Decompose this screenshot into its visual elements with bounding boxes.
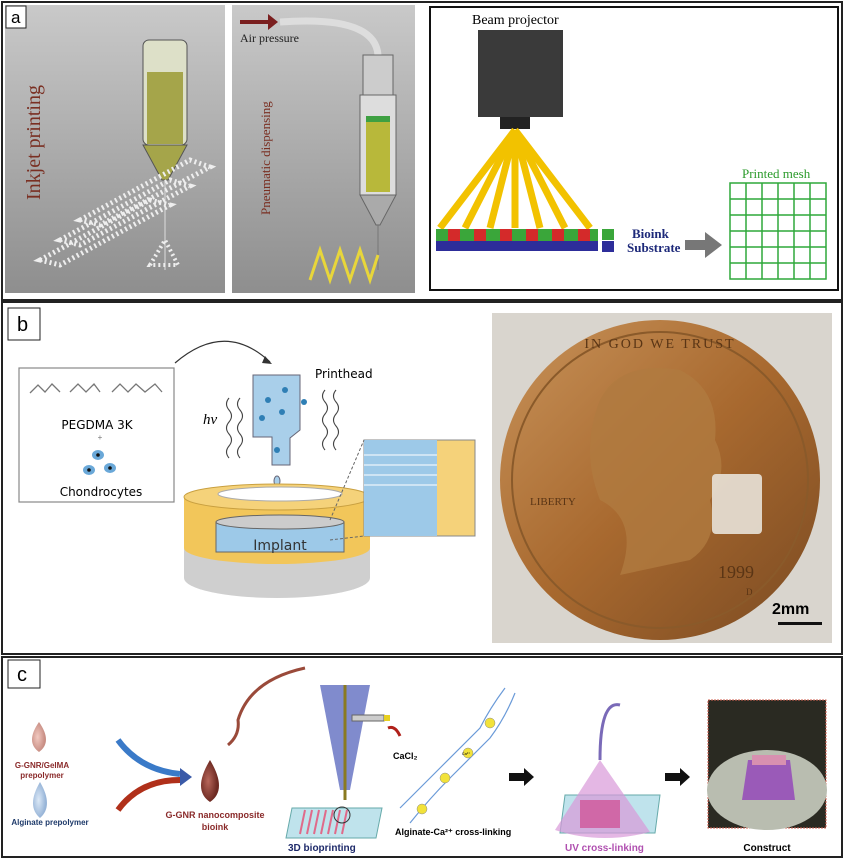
arrow-right-icon	[665, 768, 690, 786]
substrate-label: Substrate	[627, 240, 681, 255]
implant-well: Implant	[183, 483, 371, 598]
cacl2-label: CaCl₂	[393, 751, 418, 761]
panel-a-label: a	[11, 8, 21, 27]
beam-projector-label: Beam projector	[472, 13, 559, 28]
arrow-right-icon	[509, 768, 534, 786]
scale-bar	[778, 622, 822, 625]
construct-photo	[707, 699, 827, 830]
bioprinting-label: 3D bioprinting	[288, 843, 356, 854]
coin-motto: IN GOD WE TRUST	[584, 337, 735, 352]
gnr-gelma-label-2: prepolymer	[20, 771, 64, 780]
bioprinter-nozzle	[285, 685, 390, 839]
alginate-label: Alginate prepolymer	[11, 818, 88, 827]
coin-mint: D	[746, 587, 753, 597]
panel-c-label: c	[17, 664, 27, 686]
cacl2-arrow	[387, 725, 402, 737]
scale-bar-label: 2mm	[772, 601, 809, 618]
panel-label-box	[5, 5, 27, 29]
arrow-icon	[685, 232, 722, 258]
construct-label: Construct	[743, 843, 791, 854]
pegdma-label: PEGDMA 3K	[61, 418, 133, 432]
panel-c: c G-GNR/GelMA prepolymer Alginate prepol…	[1, 656, 843, 858]
bioink-legend-swatch	[602, 229, 614, 240]
air-pressure-label: Air pressure	[240, 31, 299, 45]
bioink-label-2: bioink	[202, 822, 229, 832]
pegdma-chondrocytes-box: PEGDMA 3K + Chondrocytes	[18, 367, 175, 503]
implant-label: Implant	[253, 538, 307, 554]
bioink-label: Bioink	[632, 226, 670, 241]
printed-construct	[712, 474, 762, 534]
coin-liberty: LIBERTY	[530, 496, 576, 508]
feed-tube	[227, 666, 306, 747]
implant-zoom-inset	[329, 439, 476, 541]
pegdma-structure	[29, 383, 163, 394]
chondrocytes-label: Chondrocytes	[60, 485, 143, 499]
printed-mesh-grid	[729, 182, 827, 280]
panel-label-box	[7, 307, 41, 341]
penny-photo: IN GOD WE TRUST LIBERTY 1999 D 2mm	[492, 313, 832, 643]
gelma-drop-icon	[32, 722, 46, 752]
projection-stereolithography-diagram: Beam projector Bioink Substrate Printe	[429, 6, 839, 291]
beam-projector	[478, 30, 563, 117]
panel-a: a Inkjet printing Air pressure Pneumatic…	[1, 1, 843, 301]
uv-crosslinking-label: UV cross-linking	[565, 843, 644, 854]
inkjet-printing-image: a Inkjet printing	[5, 5, 225, 293]
alginate-drop-icon	[33, 782, 47, 818]
panel-b-label: b	[17, 314, 28, 336]
printhead-label: Printhead	[315, 367, 373, 381]
printed-mesh-label: Printed mesh	[742, 166, 811, 181]
alginate-chain: Ca²⁺	[399, 687, 516, 824]
gnr-gelma-label: G-GNR/GelMA	[15, 761, 69, 770]
uv-crosslinking-illustration	[555, 703, 661, 839]
calcium-ion-label: Ca²⁺	[462, 751, 471, 756]
uv-light-waves	[225, 389, 340, 459]
merge-arrow-blue	[115, 738, 181, 777]
bioink-substrate-layers	[436, 229, 598, 251]
coin-year: 1999	[718, 562, 754, 582]
inkjet-printing-title: Inkjet printing	[23, 85, 45, 200]
merge-arrow-red	[115, 777, 181, 812]
printhead: Printhead	[252, 367, 373, 487]
panel-b: b PEGDMA 3K + Chondrocytes hν Printhead	[1, 301, 843, 655]
panel-label-box	[7, 659, 41, 689]
pneumatic-dispensing-image: Air pressure Pneumatic dispensing	[232, 5, 415, 293]
alginate-crosslink-label: Alginate-Ca²⁺ cross-linking	[395, 827, 511, 837]
lincoln-portrait	[590, 368, 722, 575]
substrate-legend-swatch	[602, 241, 614, 252]
transfer-arrow	[174, 340, 271, 364]
hv-label: hν	[203, 412, 218, 428]
bioink-label-1: G-GNR nanocomposite	[165, 810, 264, 820]
air-pressure-arrow-icon	[268, 14, 278, 30]
light-beams	[437, 127, 593, 231]
pneumatic-dispensing-title: Pneumatic dispensing	[258, 101, 273, 215]
plus-sign: +	[98, 433, 103, 442]
nanocomposite-drop-icon	[201, 760, 219, 802]
